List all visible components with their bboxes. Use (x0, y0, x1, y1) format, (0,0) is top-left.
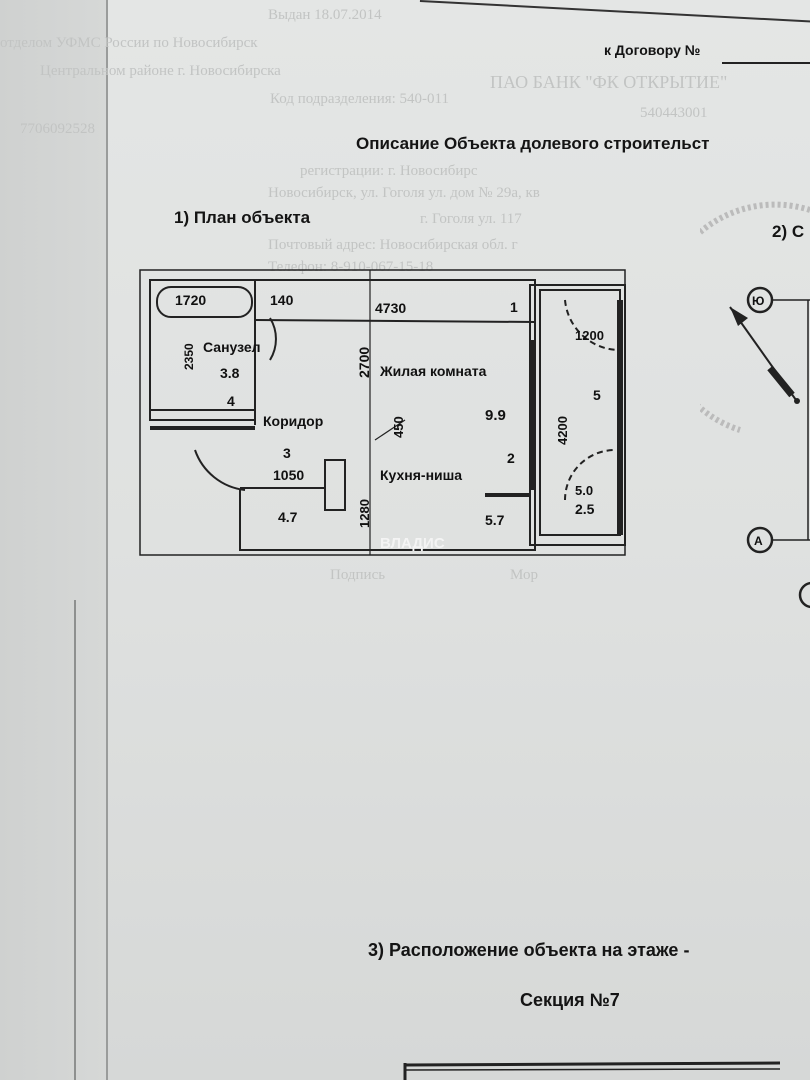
dim-140: 140 (270, 292, 294, 308)
room-corridor-area: 4.7 (278, 509, 298, 525)
room-1-number: 1 (510, 299, 518, 315)
room-bathroom-area: 3.8 (220, 365, 240, 381)
bleed-line: 540443001 (640, 105, 708, 121)
axis-marker-a: А (754, 534, 763, 548)
floor-layout-drawing (403, 1061, 781, 1080)
bleed-line: отделом УФМС России по Новосибирск (0, 35, 258, 51)
dim-2700: 2700 (356, 347, 372, 378)
room-kitchen-name: Кухня-ниша (380, 467, 462, 483)
bleed-line: регистрации: г. Новосибирс (300, 163, 478, 179)
bleed-line: Мор (510, 567, 538, 583)
room-bathroom-name: Санузел (203, 339, 261, 355)
contract-number-line (722, 62, 810, 64)
document-title: Описание Объекта долевого строительст (356, 134, 710, 153)
room-kitchen-number: 2 (507, 450, 515, 466)
dim-4200: 4200 (555, 416, 570, 445)
bleed-line: Выдан 18.07.2014 (268, 7, 382, 23)
floor-plan: 1720 140 4730 1 2350 Санузел 3.8 4 Корид… (139, 269, 626, 556)
bleed-line: Центральном районе г. Новосибирска (40, 63, 281, 79)
bleed-line: ПАО БАНК "ФК ОТКРЫТИЕ" (490, 72, 728, 92)
bleed-line: Почтовый адрес: Новосибирская обл. г (268, 237, 518, 253)
dim-1200: 1200 (575, 328, 604, 343)
dim-450: 450 (391, 416, 406, 438)
contract-label: к Договору № (604, 42, 701, 58)
dim-1280: 1280 (357, 499, 372, 528)
bleed-line: Телефон: 8-910-067-15-18 (268, 259, 434, 275)
dim-1720: 1720 (175, 292, 206, 308)
section-number: Секция №7 (520, 990, 620, 1010)
room-living-name: Жилая комната (379, 363, 487, 379)
document-page (106, 0, 810, 1080)
room-corridor-name: Коридор (263, 413, 323, 429)
room-bathroom-number: 4 (227, 393, 235, 409)
section-3-heading: 3) Расположение объекта на этаже - (368, 940, 690, 960)
room-living-area: 9.9 (485, 407, 506, 424)
underlying-page (0, 0, 108, 1080)
bleed-line: Код подразделения: 540-011 (270, 91, 449, 107)
watermark-logo: ВЛАДИС (380, 535, 445, 552)
room-kitchen-area: 5.7 (485, 512, 505, 528)
bleed-through-text: Выдан 18.07.2014 отделом УФМС России по … (0, 7, 728, 583)
dim-4730: 4730 (375, 300, 406, 316)
room-balcony-area: 2.5 (575, 501, 595, 517)
bleed-line: 7706092528 (20, 121, 95, 137)
bleed-line: г. Гоголя ул. 117 (420, 211, 522, 227)
axis-marker-yu: Ю (752, 294, 764, 308)
site-plan: Ю А (700, 201, 810, 609)
dim-2350: 2350 (182, 343, 196, 370)
bleed-line: Подпись (330, 567, 386, 583)
bleed-line: Новосибирск, ул. Гоголя ул. дом № 29а, к… (268, 185, 540, 201)
room-corridor-number: 3 (283, 445, 291, 461)
dim-1050: 1050 (273, 467, 304, 483)
room-balcony-coef: 5.0 (575, 483, 593, 498)
room-balcony-number: 5 (593, 387, 601, 403)
section-1-heading: 1) План объекта (174, 208, 311, 227)
page-edge (74, 600, 76, 1080)
section-2-heading: 2) С (772, 222, 805, 241)
